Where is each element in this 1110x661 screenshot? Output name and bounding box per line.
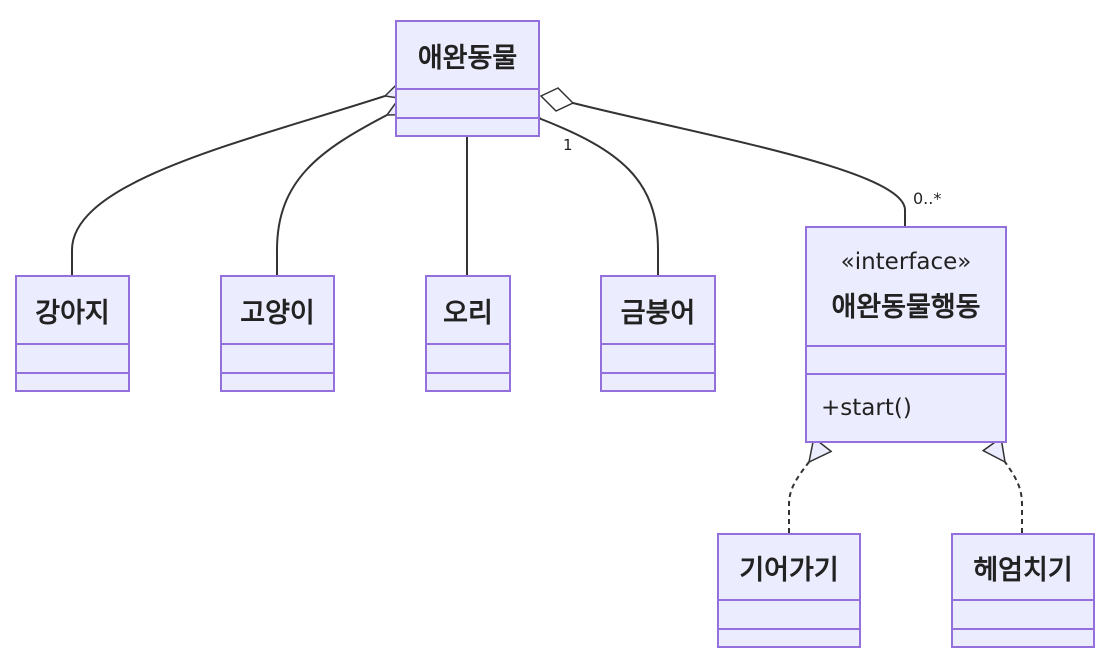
edge-cat-pet — [276, 115, 387, 275]
class-duck-name: 오리 — [443, 297, 493, 329]
edge-behavior-pet — [572, 102, 906, 226]
class-swim-name: 헤엄치기 — [973, 554, 1073, 586]
edge-crawl-behavior — [788, 462, 809, 533]
multiplicity-source: 1 — [563, 136, 573, 154]
class-cat[interactable]: 고양이 — [220, 275, 335, 392]
class-dog[interactable]: 강아지 — [15, 275, 130, 392]
class-goldfish-name: 금붕어 — [620, 297, 696, 329]
class-cat-name: 고양이 — [240, 297, 315, 329]
edge-goldfish-pet — [541, 119, 659, 275]
class-cat-methods — [222, 372, 333, 390]
class-pet-name: 애완동물 — [417, 42, 518, 74]
class-behavior-header: «interface» 애완동물행동 — [807, 228, 1005, 345]
class-pet[interactable]: 애완동물 — [395, 20, 540, 137]
class-crawl-name: 기어가기 — [739, 554, 839, 586]
class-behavior[interactable]: «interface» 애완동물행동 +start() — [805, 226, 1007, 443]
class-goldfish[interactable]: 금붕어 — [600, 275, 716, 392]
class-pet-methods — [397, 117, 538, 135]
class-swim-methods — [953, 628, 1093, 646]
class-swim[interactable]: 헤엄치기 — [951, 533, 1095, 648]
class-swim-attributes — [953, 599, 1093, 628]
edge-swim-behavior — [1005, 462, 1023, 533]
class-behavior-method-start: +start() — [821, 395, 912, 421]
class-cat-attributes — [222, 343, 333, 372]
class-crawl-attributes — [719, 599, 859, 628]
class-behavior-attributes — [807, 345, 1005, 373]
class-dog-methods — [17, 372, 128, 390]
class-goldfish-methods — [602, 372, 714, 390]
class-dog-name: 강아지 — [35, 297, 110, 329]
class-pet-attributes — [397, 88, 538, 117]
multiplicity-target: 0..* — [913, 189, 941, 208]
class-goldfish-attributes — [602, 343, 714, 372]
class-behavior-name: 애완동물행동 — [831, 292, 981, 323]
class-duck[interactable]: 오리 — [425, 275, 511, 392]
class-duck-methods — [427, 372, 509, 390]
edge-dog-pet — [71, 96, 385, 275]
aggregation-diamond — [539, 87, 575, 112]
class-crawl-methods — [719, 628, 859, 646]
class-behavior-methods: +start() — [807, 373, 1005, 441]
class-dog-attributes — [17, 343, 128, 372]
class-duck-attributes — [427, 343, 509, 372]
class-behavior-stereotype: «interface» — [840, 249, 972, 275]
class-crawl[interactable]: 기어가기 — [717, 533, 861, 648]
